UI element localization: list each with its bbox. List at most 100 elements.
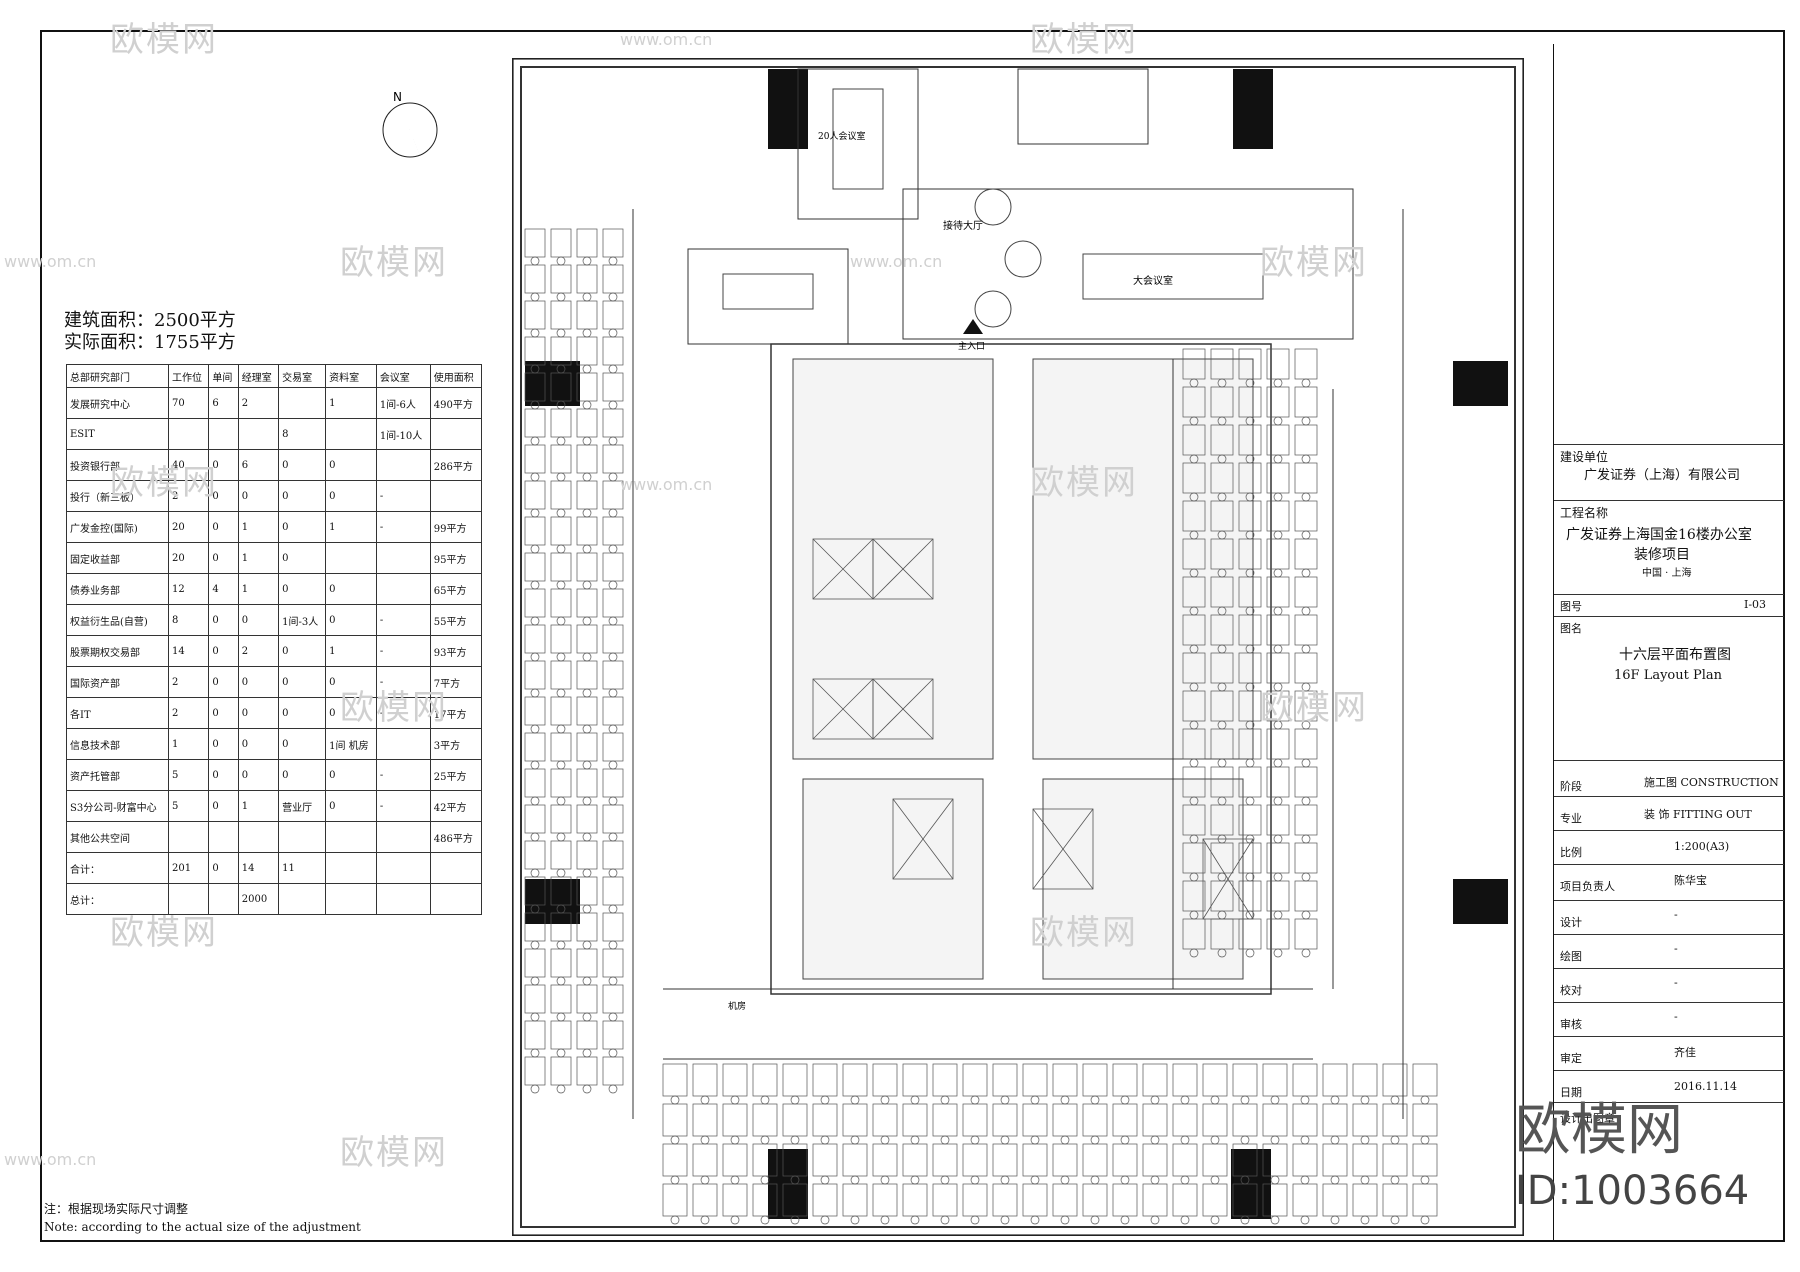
table-cell: 权益衍生品(自营) [65, 604, 170, 636]
gross-area: 建筑面积：2500平方 [64, 310, 236, 331]
project-label: 工程名称 [1560, 506, 1609, 520]
table-cell: 0 [278, 635, 327, 667]
table-cell: 1 [325, 635, 377, 667]
table-cell: 20 [168, 542, 210, 574]
watermark-url: www.om.cn [620, 30, 713, 49]
workstation-chair [940, 1215, 950, 1225]
workstation-chair [1390, 1215, 1400, 1225]
drawn: - [1674, 942, 1678, 955]
director: 陈华宝 [1674, 874, 1707, 887]
table-cell: 0 [237, 697, 280, 729]
table-cell: 2 [168, 666, 210, 698]
table-cell: 0 [208, 511, 239, 543]
north-label: N [393, 90, 402, 104]
table-cell [325, 821, 377, 853]
table-cell: 1 [325, 511, 377, 543]
table-cell [325, 418, 377, 450]
checked-label: 校对 [1560, 984, 1582, 997]
workstation-chair [1180, 1215, 1190, 1225]
table-cell [325, 883, 377, 915]
table-cell: 20 [168, 511, 210, 543]
entrance-label: 主入口 [958, 340, 985, 352]
audit: - [1674, 1010, 1678, 1023]
table-cell [429, 418, 483, 450]
table-cell: 2 [237, 387, 280, 419]
table-cell: - [375, 604, 431, 636]
table-cell [429, 883, 483, 915]
table-cell: 0 [237, 728, 280, 760]
approved: 齐佳 [1674, 1046, 1696, 1059]
table-cell: 0 [325, 759, 377, 791]
lobby-label: 接待大厅 [943, 219, 983, 232]
table-cell: 55平方 [429, 604, 483, 636]
building-core [770, 343, 1272, 995]
table-header-cell: 单间 [208, 364, 239, 388]
workstation-chair [1360, 1215, 1370, 1225]
note: 注：根据现场实际尺寸调整 Note: according to the actu… [44, 1200, 361, 1236]
table-cell: 6 [237, 449, 280, 481]
table-header-cell: 总部研究部门 [65, 364, 170, 388]
watermark-brand: 欧模网 [1260, 688, 1368, 728]
table-cell: 14 [168, 635, 210, 667]
brand-id: ID:1003664 [1515, 1168, 1750, 1214]
workstation-chair [556, 1084, 566, 1094]
workstation-chair [1090, 1215, 1100, 1225]
watermark-brand: 欧模网 [340, 243, 448, 283]
table-cell: 0 [278, 759, 327, 791]
table-cell: 0 [208, 604, 239, 636]
table-cell: 5 [168, 790, 210, 822]
client-value: 广发证券（上海）有限公司 [1584, 468, 1741, 483]
table-cell: 4 [208, 573, 239, 605]
sheet-no-label: 图号 [1560, 600, 1582, 613]
watermark-url: www.om.cn [4, 252, 97, 271]
approved-label: 审定 [1560, 1052, 1582, 1065]
entrance-arrow-icon [963, 319, 983, 334]
watermark-brand: 欧模网 [110, 463, 218, 503]
table-cell: 25平方 [429, 759, 483, 791]
phase: 施工图 CONSTRUCTION [1644, 776, 1779, 789]
table-cell [375, 573, 431, 605]
watermark-url: www.om.cn [4, 1150, 97, 1169]
table-cell: 70 [168, 387, 210, 419]
workstation-chair [730, 1215, 740, 1225]
table-cell: 1 [237, 790, 280, 822]
table-header-cell: 资料室 [325, 364, 377, 388]
scale-label: 比例 [1560, 846, 1582, 859]
workstation-chair [790, 1215, 800, 1225]
brand-logo: 欧模网 [1515, 1098, 1683, 1163]
workstation-chair [700, 1215, 710, 1225]
title-label: 图名 [1560, 622, 1582, 635]
table-cell: 0 [278, 480, 327, 512]
table-cell: 1 [237, 511, 280, 543]
table-cell: 8 [278, 418, 327, 450]
watermark-brand: 欧模网 [1030, 20, 1138, 60]
table-cell: 1间-6人 [375, 387, 431, 419]
watermark-brand: 欧模网 [110, 20, 218, 60]
table-cell: 99平方 [429, 511, 483, 543]
table-cell: 0 [278, 666, 327, 698]
table-cell: 2000 [237, 883, 280, 915]
audit-label: 审核 [1560, 1018, 1582, 1031]
table-cell [208, 418, 239, 450]
table-cell: 0 [278, 728, 327, 760]
table-header-cell: 交易室 [278, 364, 327, 388]
workstation-chair [820, 1215, 830, 1225]
watermark-url: www.om.cn [620, 475, 713, 494]
table-header-row: 总部研究部门工作位单间经理室交易室资料室会议室使用面积 [65, 364, 483, 388]
date: 2016.11.14 [1674, 1080, 1737, 1093]
table-cell: 1 [237, 573, 280, 605]
table-cell: 1间 机房 [325, 728, 377, 760]
project-location: 中国 · 上海 [1642, 568, 1692, 579]
table-cell: 广发金控(国际) [65, 511, 170, 543]
checked: - [1674, 976, 1678, 989]
table-cell [375, 542, 431, 574]
table-cell: 0 [325, 573, 377, 605]
